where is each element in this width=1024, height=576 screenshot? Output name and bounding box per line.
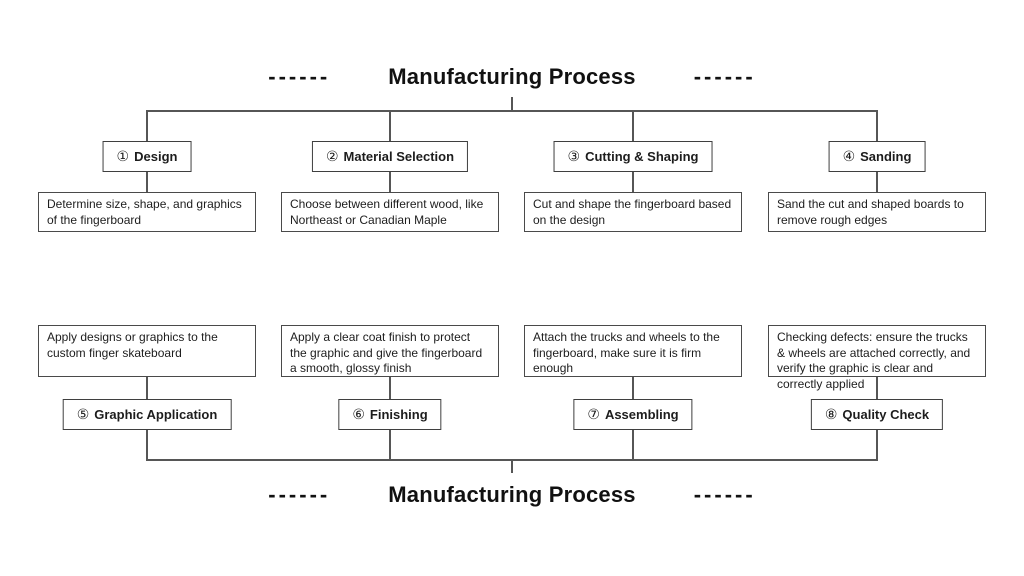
step-5-number: ⑤ <box>76 406 90 422</box>
step-3-description: Cut and shape the fingerboard based on t… <box>524 192 742 232</box>
connector-line <box>389 430 391 460</box>
step-3-number: ③ <box>567 148 581 164</box>
connector-line <box>876 172 878 192</box>
connector-line <box>389 172 391 192</box>
connector-line <box>146 110 878 112</box>
step-1-label-box: ① Design <box>102 141 192 172</box>
step-1-number: ① <box>116 148 130 164</box>
step-8-label: Quality Check <box>842 407 930 422</box>
step-3-label: Cutting & Shaping <box>585 149 699 164</box>
step-6-description-text: Apply a clear coat finish to protect the… <box>290 330 483 375</box>
connector-line <box>511 459 513 473</box>
step-6-label-box: ⑥ Finishing <box>338 399 442 430</box>
connector-line <box>876 430 878 460</box>
dash-decoration-left: ------ <box>268 64 331 89</box>
connector-line <box>146 377 148 399</box>
connector-line <box>389 110 391 141</box>
connector-line <box>632 430 634 460</box>
step-6-label: Finishing <box>369 407 428 422</box>
step-5-description-text: Apply designs or graphics to the custom … <box>47 330 218 360</box>
step-1-description-text: Determine size, shape, and graphics of t… <box>47 197 242 227</box>
connector-line <box>632 377 634 399</box>
step-4-description-text: Sand the cut and shaped boards to remove… <box>777 197 964 227</box>
step-8-number: ⑧ <box>824 406 838 422</box>
step-8-description: Checking defects: ensure the trucks & wh… <box>768 325 986 391</box>
connector-line <box>876 110 878 141</box>
step-8-description-text: Checking defects: ensure the trucks & wh… <box>777 330 971 391</box>
flowchart-title-top: Manufacturing Process <box>388 64 636 89</box>
step-7-description-text: Attach the trucks and wheels to the fing… <box>533 330 720 375</box>
connector-line <box>389 377 391 399</box>
connector-line <box>876 377 878 399</box>
step-2-description-text: Choose between different wood, like Nort… <box>290 197 484 227</box>
connector-line <box>632 110 634 141</box>
connector-line <box>146 430 148 460</box>
dash-decoration-right: ------ <box>693 482 756 507</box>
step-3-label-box: ③ Cutting & Shaping <box>553 141 713 172</box>
bottom-title-banner: ------ Manufacturing Process ------ <box>0 480 1024 510</box>
step-2-description: Choose between different wood, like Nort… <box>281 192 499 232</box>
connector-line <box>511 97 513 110</box>
connector-line <box>146 172 148 192</box>
dash-decoration-right: ------ <box>693 64 756 89</box>
step-4-label-box: ④ Sanding <box>828 141 926 172</box>
step-2-label: Material Selection <box>343 149 455 164</box>
step-4-number: ④ <box>842 148 856 164</box>
step-5-description: Apply designs or graphics to the custom … <box>38 325 256 377</box>
step-2-number: ② <box>325 148 339 164</box>
step-6-description: Apply a clear coat finish to protect the… <box>281 325 499 377</box>
dash-decoration-left: ------ <box>268 482 331 507</box>
step-6-number: ⑥ <box>352 406 365 422</box>
top-title-banner: ------ Manufacturing Process ------ <box>0 62 1024 92</box>
step-2-label-box: ② Material Selection <box>311 141 469 172</box>
step-4-label: Sanding <box>860 149 912 164</box>
step-7-description: Attach the trucks and wheels to the fing… <box>524 325 742 377</box>
step-5-label-box: ⑤ Graphic Application <box>62 399 232 430</box>
flowchart-title-bottom: Manufacturing Process <box>388 482 636 507</box>
step-7-label: Assembling <box>604 407 679 422</box>
connector-line <box>146 110 148 141</box>
step-8-label-box: ⑧ Quality Check <box>810 399 944 430</box>
step-4-description: Sand the cut and shaped boards to remove… <box>768 192 986 232</box>
step-5-label: Graphic Application <box>94 407 218 422</box>
step-1-label: Design <box>134 149 178 164</box>
step-7-label-box: ⑦ Assembling <box>573 399 693 430</box>
step-1-description: Determine size, shape, and graphics of t… <box>38 192 256 232</box>
step-3-description-text: Cut and shape the fingerboard based on t… <box>533 197 732 227</box>
connector-line <box>632 172 634 192</box>
step-7-number: ⑦ <box>587 406 600 422</box>
